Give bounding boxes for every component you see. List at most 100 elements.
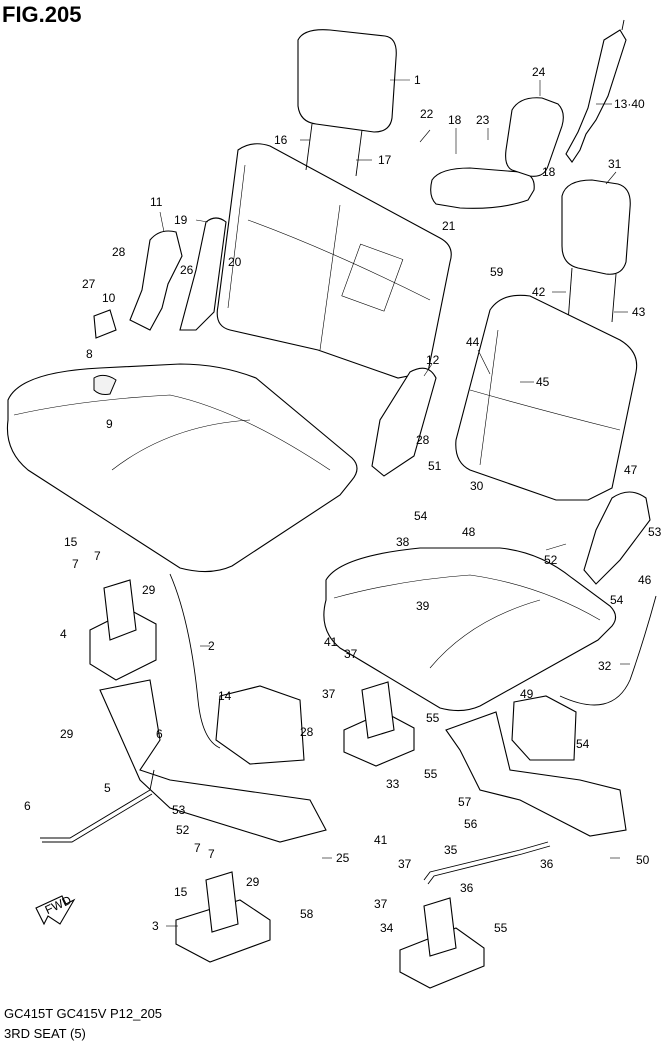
callout-13-40: 13·40	[614, 97, 645, 111]
callout-28: 28	[416, 433, 430, 447]
callout-42: 42	[532, 285, 546, 299]
callout-19: 19	[174, 213, 188, 227]
callout-34: 34	[380, 921, 394, 935]
callout-28: 28	[300, 725, 314, 739]
callout-37: 37	[374, 897, 388, 911]
callout-43: 43	[632, 305, 646, 319]
frame-34	[399, 897, 485, 989]
callout-17: 17	[378, 153, 392, 167]
callout-7: 7	[208, 847, 215, 861]
callout-18: 18	[542, 165, 556, 179]
callout-54: 54	[414, 509, 428, 523]
callout-15: 15	[64, 535, 78, 549]
side-panel-19	[179, 217, 227, 331]
callout-50: 50	[636, 853, 650, 867]
callout-27: 27	[82, 277, 96, 291]
callout-33: 33	[386, 777, 400, 791]
callout-57: 57	[458, 795, 472, 809]
callout-36: 36	[460, 881, 474, 895]
callout-4: 4	[60, 627, 67, 641]
seat-rail-left	[99, 679, 327, 843]
fwd-arrow: FWD	[35, 893, 76, 926]
callout-12: 12	[426, 353, 440, 367]
callout-54: 54	[576, 737, 590, 751]
figure-title: FIG.205	[2, 2, 82, 27]
frame-4	[89, 579, 157, 681]
callout-54: 54	[610, 593, 624, 607]
callout-7: 7	[94, 549, 101, 563]
callout-56: 56	[464, 817, 478, 831]
headrest-left	[297, 29, 397, 177]
callout-45: 45	[536, 375, 550, 389]
callout-35: 35	[444, 843, 458, 857]
hinge-bracket-11	[129, 230, 183, 331]
rear-seat-backrest-left	[216, 143, 452, 379]
callout-30: 30	[470, 479, 484, 493]
callout-15: 15	[174, 885, 188, 899]
callout-49: 49	[520, 687, 534, 701]
callout-38: 38	[396, 535, 410, 549]
rear-seat-backrest-right	[455, 294, 638, 501]
callout-41: 41	[324, 635, 338, 649]
callout-6: 6	[24, 799, 31, 813]
callout-3: 3	[152, 919, 159, 933]
callout-28: 28	[112, 245, 126, 259]
cable-32	[559, 595, 657, 706]
callout-10: 10	[102, 291, 116, 305]
callout-36: 36	[540, 857, 554, 871]
callout-55: 55	[494, 921, 508, 935]
callout-7: 7	[72, 557, 79, 571]
callout-26: 26	[180, 263, 194, 277]
callout-1: 1	[414, 73, 421, 87]
seat-cushion-left	[6, 363, 358, 573]
callout-55: 55	[424, 767, 438, 781]
callout-44: 44	[466, 335, 480, 349]
callout-8: 8	[86, 347, 93, 361]
callout-32: 32	[598, 659, 612, 673]
callout-18: 18	[448, 113, 462, 127]
footer-section: 3RD SEAT (5)	[4, 1026, 86, 1041]
seat-belt	[565, 19, 627, 163]
frame-33	[343, 681, 415, 767]
callout-52: 52	[176, 823, 190, 837]
headrest-right	[561, 179, 631, 323]
callout-22: 22	[420, 107, 434, 121]
hinge-bracket-10	[93, 309, 117, 339]
callout-58: 58	[300, 907, 314, 921]
callout-9: 9	[106, 417, 113, 431]
callout-14: 14	[218, 689, 232, 703]
footer-models: GC415T GC415V P12_205	[4, 1006, 163, 1021]
cable-2	[169, 573, 221, 749]
callout-37: 37	[398, 857, 412, 871]
callout-5: 5	[104, 781, 111, 795]
callout-24: 24	[532, 65, 546, 79]
callout-59: 59	[490, 265, 504, 279]
callout-25: 25	[336, 851, 350, 865]
callout-55: 55	[426, 711, 440, 725]
callout-39: 39	[416, 599, 430, 613]
callout-53: 53	[648, 525, 662, 539]
recliner-cover-47	[583, 491, 651, 585]
callout-2: 2	[208, 639, 215, 653]
callout-6: 6	[156, 727, 163, 741]
callout-53: 53	[172, 803, 186, 817]
rod-5	[40, 769, 155, 843]
callout-29: 29	[60, 727, 74, 741]
callout-51: 51	[428, 459, 442, 473]
callout-11: 11	[150, 195, 163, 209]
callout-37: 37	[322, 687, 336, 701]
armrest	[430, 167, 535, 209]
callout-52: 52	[544, 553, 558, 567]
callout-7: 7	[194, 841, 201, 855]
callout-29: 29	[246, 875, 260, 889]
callout-31: 31	[608, 157, 622, 171]
callout-41: 41	[374, 833, 388, 847]
callout-16: 16	[274, 133, 288, 147]
rod-35	[423, 841, 551, 885]
callout-29: 29	[142, 583, 156, 597]
recliner-cover-12	[371, 367, 437, 477]
callout-labels: 1 2 3 4 5 6 6 7 7 7 7 8 9 10 11 12 13·40…	[24, 65, 662, 935]
leader-lines	[159, 79, 630, 927]
frame-3	[175, 871, 271, 963]
